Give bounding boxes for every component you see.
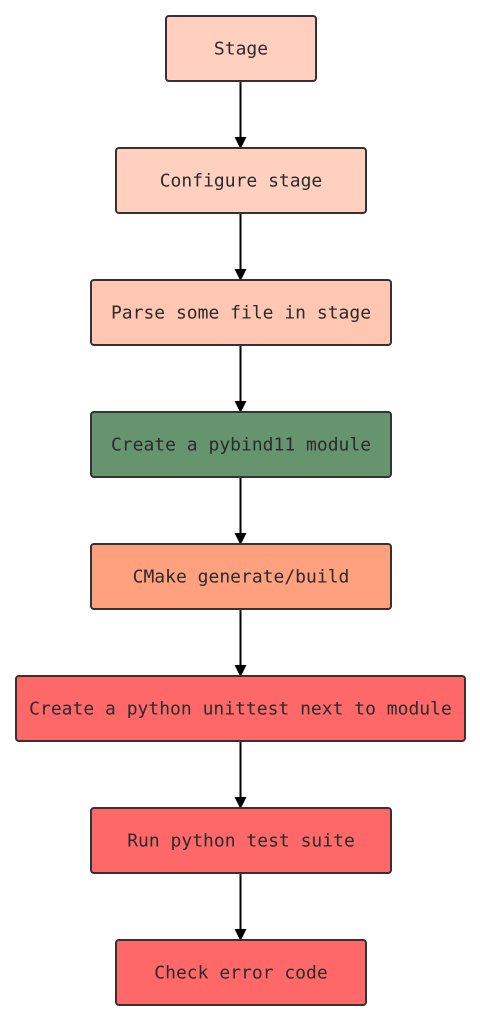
node-label-cmake: CMake generate/build (133, 567, 350, 588)
node-box-parse (90, 279, 392, 346)
node-label-configure: Configure stage (160, 171, 323, 192)
node-check: Check error code (115, 939, 367, 1006)
node-cmake: CMake generate/build (90, 543, 392, 610)
node-box-cmake (90, 543, 392, 610)
node-box-pybind (90, 411, 392, 478)
node-label-parse: Parse some file in stage (111, 303, 371, 324)
node-configure: Configure stage (115, 147, 367, 214)
node-label-stage: Stage (214, 39, 268, 60)
node-box-check (115, 939, 367, 1006)
node-box-stage (165, 15, 317, 82)
node-label-unittest: Create a python unittest next to module (29, 699, 452, 720)
node-unittest: Create a python unittest next to module (15, 675, 466, 742)
node-parse: Parse some file in stage (90, 279, 392, 346)
node-label-pybind: Create a pybind11 module (111, 435, 371, 456)
node-box-unittest (15, 675, 466, 742)
node-box-run (90, 807, 392, 874)
node-box-configure (115, 147, 367, 214)
node-label-run: Run python test suite (127, 831, 355, 852)
node-run: Run python test suite (90, 807, 392, 874)
node-pybind: Create a pybind11 module (90, 411, 392, 478)
node-label-check: Check error code (154, 963, 327, 984)
node-stage: Stage (165, 15, 317, 82)
